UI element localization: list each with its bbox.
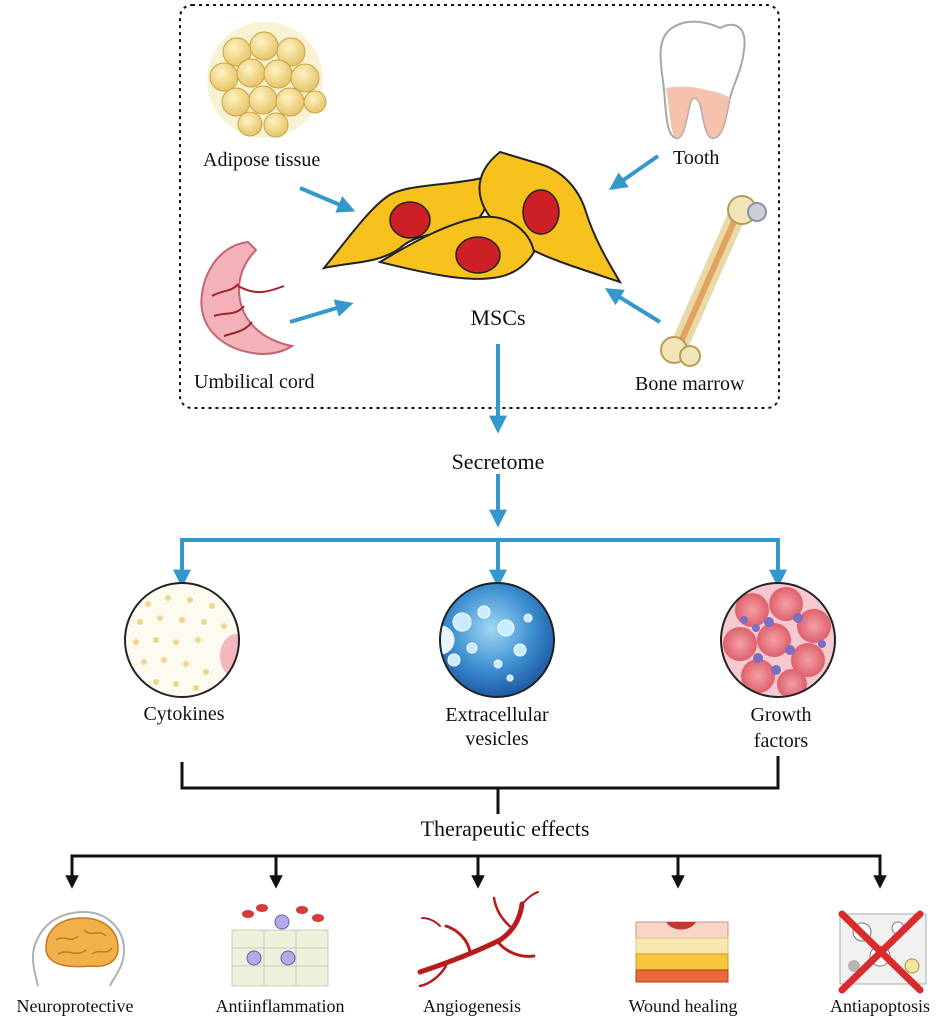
label-gf-line2: factors	[753, 730, 809, 752]
bone-icon	[660, 195, 767, 367]
effects-split	[65, 854, 887, 889]
brain-icon	[31, 910, 126, 987]
skin-layers-icon	[635, 921, 729, 983]
label-bone-marrow: Bone marrow	[635, 373, 745, 395]
secretome-split	[173, 538, 787, 588]
label-therapeutic-effects: Therapeutic effects	[420, 816, 590, 841]
label-antiinflammation: Antiinflammation	[215, 996, 345, 1016]
tooth-icon	[659, 20, 746, 140]
merge-bracket	[180, 756, 780, 814]
inflammation-cells-icon	[231, 904, 329, 987]
label-gf-line1: Growth	[750, 704, 812, 726]
label-ev-line1: Extracellular	[445, 704, 549, 726]
label-antiapoptosis: Antiapoptosis	[829, 996, 931, 1016]
label-angiogenesis: Angiogenesis	[423, 996, 521, 1016]
label-adipose: Adipose tissue	[203, 149, 321, 171]
label-neuroprotective: Neuroprotective	[16, 996, 134, 1016]
crossed-cell-icon	[838, 910, 927, 994]
cytokines-icon	[124, 582, 240, 698]
umbilical-cord-icon	[200, 240, 295, 356]
msc-cells-icon	[321, 150, 623, 284]
vesicles-icon	[439, 582, 555, 698]
blood-vessel-icon	[417, 891, 539, 988]
label-mscs: MSCs	[470, 305, 526, 330]
source-arrows	[289, 154, 662, 528]
fat-cells-icon	[207, 22, 327, 138]
growth-factors-icon	[720, 582, 836, 698]
label-umbilical: Umbilical cord	[194, 371, 315, 393]
label-ev-line2: vesicles	[465, 728, 529, 750]
label-wound-healing: Wound healing	[628, 996, 738, 1016]
label-secretome: Secretome	[451, 449, 545, 474]
label-cytokines: Cytokines	[143, 703, 225, 725]
msc-source-box	[179, 4, 780, 409]
label-tooth: Tooth	[673, 147, 720, 169]
